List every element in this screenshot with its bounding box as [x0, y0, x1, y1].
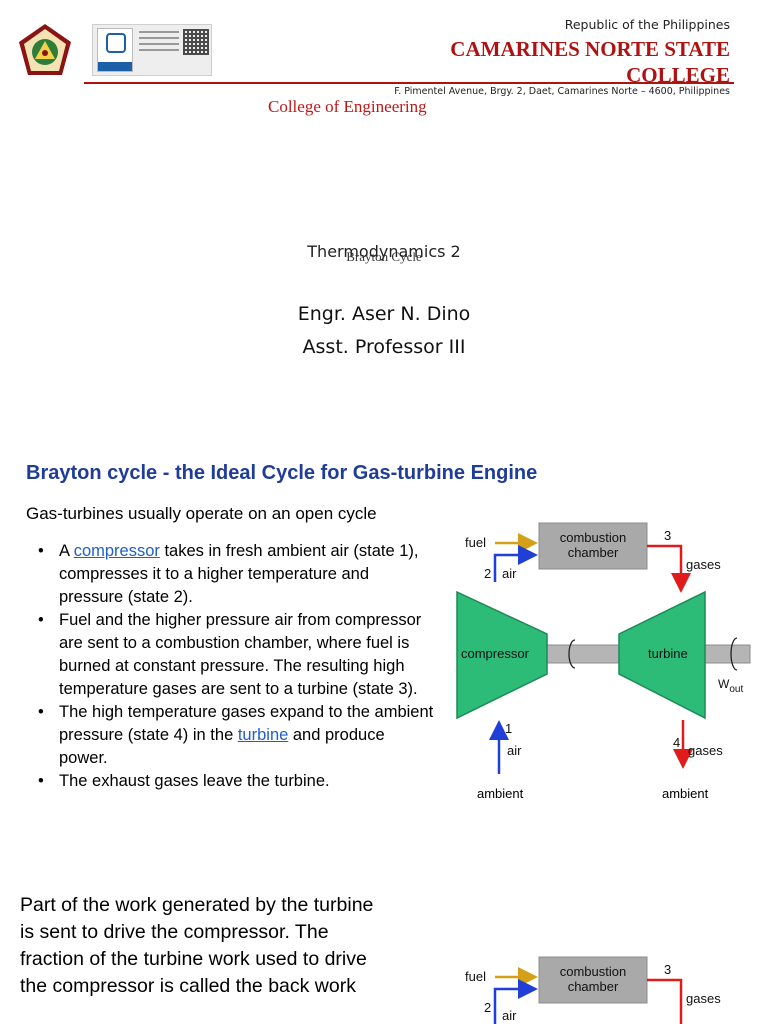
gas-turbine-diagram-svg: fuel combustion chamber 2 air 3 gases co… [456, 522, 751, 774]
course-title: Thermodynamics 2 [307, 242, 461, 261]
ambient-label-left: ambient [477, 786, 524, 801]
bullet-text: A [59, 542, 74, 560]
combustion-chamber [538, 956, 648, 1004]
back-work-paragraph: Part of the work generated by the turbin… [20, 894, 374, 997]
gas-turbine-diagram-partial: fuel combustion chamber 2 air 3 gases [455, 956, 755, 1024]
bullet-list: A compressor takes in fresh ambient air … [34, 540, 434, 793]
combustion-label-2: chamber [568, 545, 619, 560]
college-name: CAMARINES NORTE STATE COLLEGE [410, 36, 730, 88]
list-item: The high temperature gases expand to the… [34, 701, 434, 770]
title-slide: Republic of the Philippines CAMARINES NO… [0, 0, 768, 420]
gas-turbine-diagram-partial-svg: fuel combustion chamber 2 air 3 gases [465, 956, 721, 1024]
air-label-bottom: air [507, 743, 522, 758]
hot-gas-arrow [647, 978, 683, 1024]
fuel-label: fuel [465, 535, 486, 550]
department-name: College of Engineering [268, 97, 427, 116]
list-item: Fuel and the higher pressure air from co… [34, 609, 434, 701]
gas-turbine-diagram: fuel combustion chamber 2 air 3 gases co… [455, 522, 755, 801]
compressor-label: compressor [461, 646, 530, 661]
gases-label-top: gases [686, 991, 721, 1006]
state-3-label: 3 [664, 528, 671, 543]
qr-code-icon [183, 29, 209, 55]
combustion-label-2: chamber [568, 979, 619, 994]
turbine-link[interactable]: turbine [237, 726, 289, 744]
state-4-label: 4 [673, 735, 680, 750]
compressor-link[interactable]: compressor [73, 542, 160, 560]
list-item: The exhaust gases leave the turbine. [34, 770, 434, 793]
output-rotation-icon [730, 637, 738, 671]
certificate-text-lines [139, 31, 179, 55]
gases-label-top: gases [686, 557, 721, 572]
turbine-label: turbine [648, 646, 688, 661]
work-out-label: Wout [718, 677, 743, 695]
combustion-label-1: combustion [560, 964, 626, 979]
combustion-chamber [538, 522, 648, 570]
header-divider [84, 82, 734, 84]
compressor [456, 590, 548, 720]
bullet-text: takes in fresh ambient air (state 1), co… [59, 542, 419, 606]
shaft-rotation-icon [568, 639, 576, 669]
slide-subtitle: Brayton Cycle [346, 249, 422, 264]
slide-title: Brayton cycle - the Ideal Cycle for Gas-… [26, 462, 538, 484]
state-3-label: 3 [664, 962, 671, 977]
author-name: Engr. Aser N. Dino [297, 303, 471, 325]
gases-label-bottom: gases [688, 743, 723, 758]
compressed-air-arrow [493, 979, 538, 1024]
slide-lead: Gas-turbines usually operate on an open … [26, 504, 377, 523]
back-work-slide: Part of the work generated by the turbin… [0, 880, 768, 1024]
list-item: A compressor takes in fresh ambient air … [34, 540, 434, 609]
college-seal-icon [19, 24, 71, 75]
author-role: Asst. Professor III [302, 336, 466, 358]
college-name-line1: CAMARINES NORTE STATE [450, 37, 730, 61]
ambient-label-right: ambient [662, 786, 709, 801]
hot-gas-arrow [647, 544, 691, 593]
college-name-line2: COLLEGE [626, 63, 730, 87]
bullet-text: and produce power. [59, 726, 385, 767]
fuel-label: fuel [465, 969, 486, 984]
air-label-top: air [502, 1008, 517, 1023]
state-2-label: 2 [484, 1000, 491, 1015]
republic-text: Republic of the Philippines [564, 17, 730, 32]
state-1-label: 1 [505, 721, 512, 736]
air-label-top: air [502, 566, 517, 581]
state-2-label: 2 [484, 566, 491, 581]
turbine [618, 590, 706, 720]
tuv-logo-icon [97, 28, 133, 72]
combustion-label-1: combustion [560, 530, 626, 545]
college-address: F. Pimentel Avenue, Brgy. 2, Daet, Camar… [394, 86, 730, 97]
tuv-certification-badge-icon [92, 24, 212, 76]
bullet-text: The high temperature gases expand to the… [59, 703, 434, 744]
compressed-air-arrow [493, 545, 538, 582]
brayton-cycle-slide: Brayton cycle - the Ideal Cycle for Gas-… [0, 440, 768, 850]
